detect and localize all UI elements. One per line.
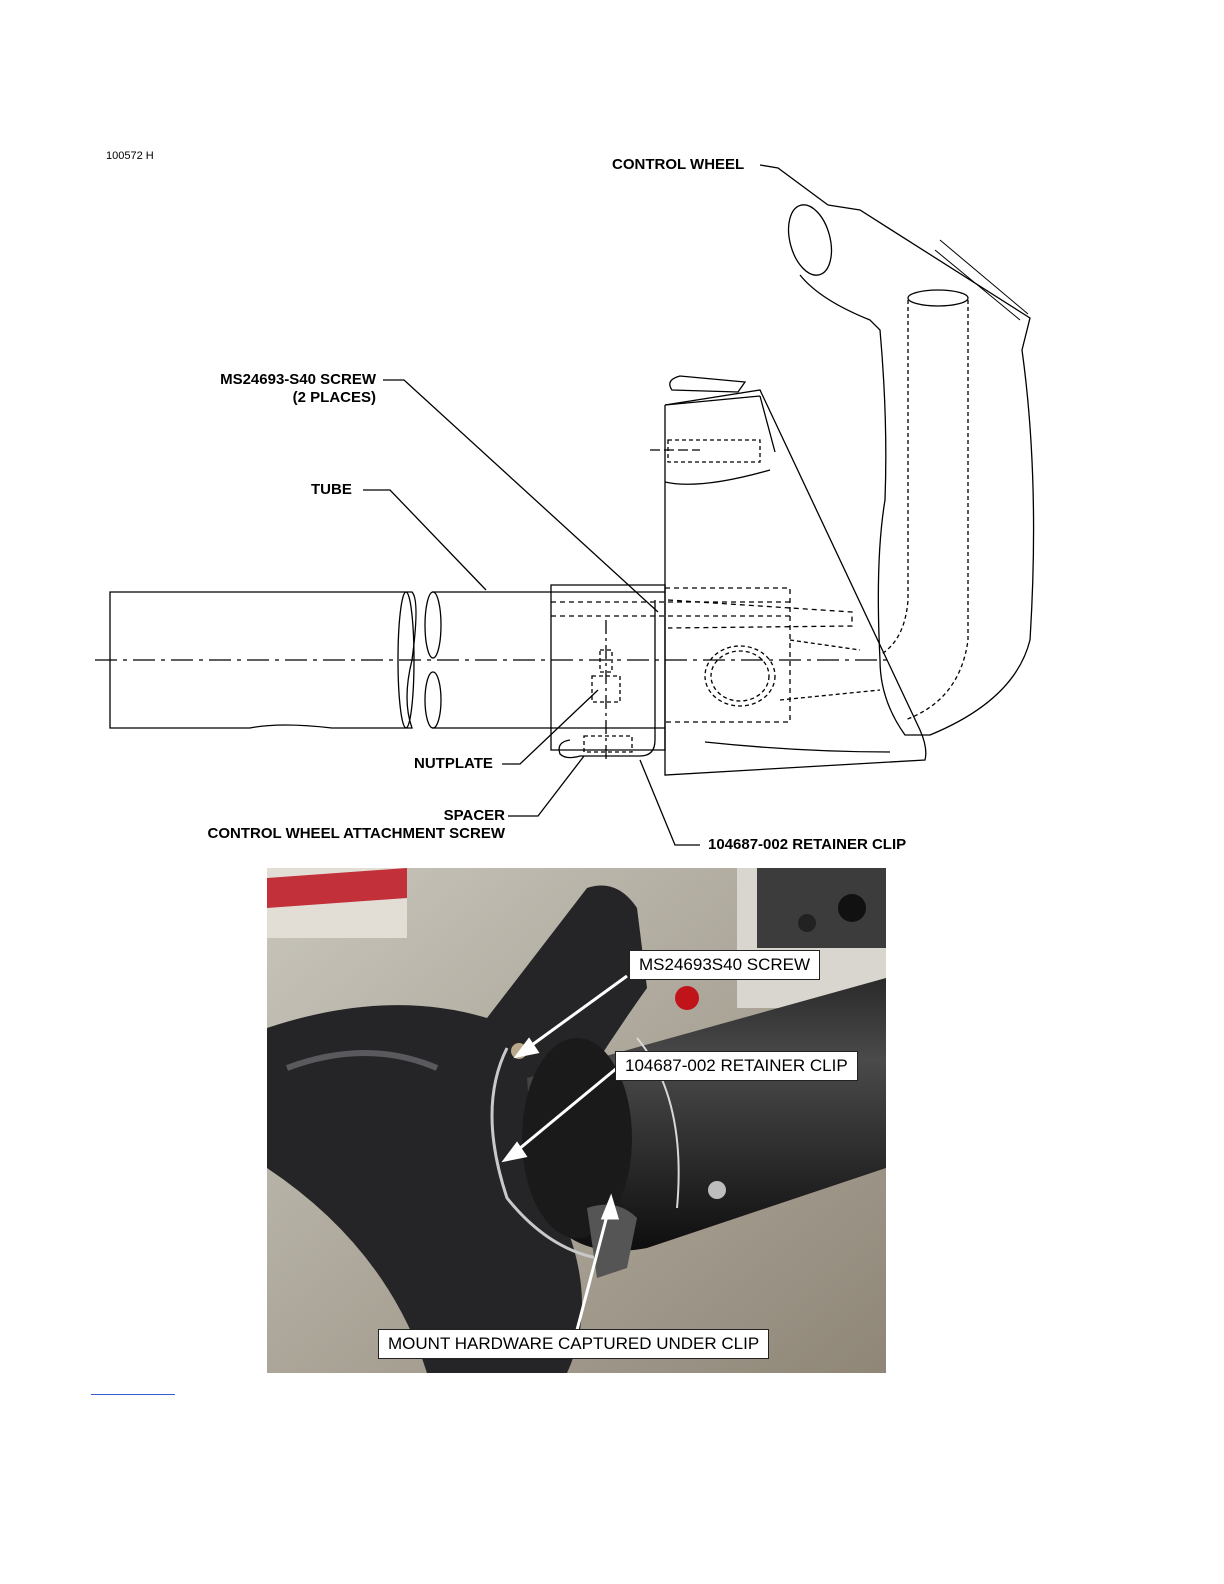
photo-callout-mount-hardware: MOUNT HARDWARE CAPTURED UNDER CLIP: [378, 1329, 769, 1359]
label-attach-screw: CONTROL WHEEL ATTACHMENT SCREW: [150, 825, 505, 843]
exploded-diagram: [0, 0, 1224, 860]
photo-callout-retainer-clip: 104687-002 RETAINER CLIP: [615, 1051, 858, 1081]
label-nutplate: NUTPLATE: [414, 755, 493, 773]
installation-photo: MS24693S40 SCREW 104687-002 RETAINER CLI…: [267, 868, 886, 1373]
label-screw-places: (2 PLACES): [180, 389, 376, 407]
label-tube: TUBE: [311, 481, 352, 499]
label-spacer: SPACER: [300, 807, 505, 825]
hyperlink-underline[interactable]: [91, 1394, 175, 1395]
label-control-wheel: CONTROL WHEEL: [612, 156, 744, 174]
photo-callout-screw: MS24693S40 SCREW: [629, 950, 820, 980]
label-retainer-clip: 104687-002 RETAINER CLIP: [708, 836, 906, 854]
label-screw: MS24693-S40 SCREW: [180, 371, 376, 389]
